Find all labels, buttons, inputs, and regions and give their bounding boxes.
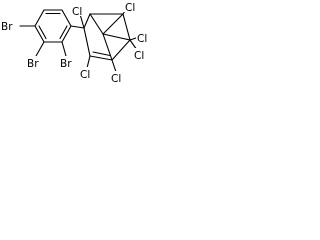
norbornene-cage: [83, 13, 131, 61]
bond-to-br: [35, 41, 45, 57]
chlorine-label: Cl: [80, 69, 90, 81]
bond: [34, 9, 45, 27]
double-bond: [92, 51, 111, 57]
bond: [34, 25, 45, 43]
bond: [102, 33, 131, 41]
bond: [89, 55, 113, 61]
bond-aryl-to-norbornene: [70, 25, 85, 29]
bond: [111, 39, 131, 61]
chlorine-label: Cl: [125, 2, 135, 14]
chlorine-label: Cl: [134, 50, 144, 62]
bromine-label: Br: [27, 58, 39, 70]
bond: [89, 13, 104, 35]
chlorine-label: Cl: [111, 73, 121, 85]
bond: [61, 25, 72, 43]
bond: [83, 13, 91, 29]
bond-to-cl: [111, 59, 117, 73]
bond: [102, 13, 124, 35]
bond: [83, 27, 91, 57]
atom-labels: Br Br Br Cl Cl Cl Cl Cl Cl: [0, 0, 150, 85]
bond: [61, 9, 72, 27]
bromine-label: Br: [60, 58, 72, 70]
bond: [102, 33, 113, 61]
double-bond: [59, 25, 68, 40]
bond-to-cl: [86, 55, 91, 69]
bond-to-cl: [129, 37, 137, 41]
double-bond: [38, 25, 47, 40]
chemical-structure-diagram: Br Br Br Cl Cl Cl Cl Cl Cl: [0, 0, 150, 85]
chlorine-label: Cl: [72, 6, 82, 18]
bond: [122, 13, 131, 41]
benzene-ring: [34, 9, 72, 43]
bond-to-br: [61, 41, 67, 57]
bromine-label: Br: [1, 21, 13, 33]
bond-to-cl: [79, 13, 85, 29]
chlorine-label: Cl: [137, 33, 147, 45]
